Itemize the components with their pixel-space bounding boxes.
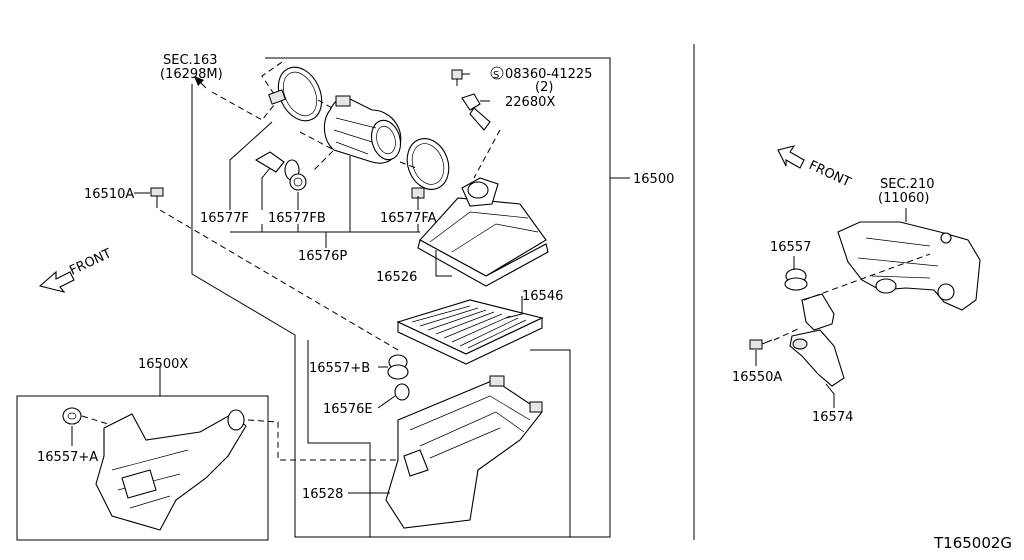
lower-case-drawing [385, 375, 543, 529]
cover-label: 16526 [376, 270, 417, 285]
clamp-f-drawing [268, 66, 323, 122]
duct-label: 16576P [298, 249, 347, 264]
sensor-dash [473, 129, 501, 179]
grommet-a-label: 16557+A [37, 450, 98, 465]
duct-dash-1 [317, 99, 333, 109]
bolt-left-label: 16510A [84, 187, 134, 202]
duct-dash-2 [299, 131, 335, 173]
bolt-left-drawing [150, 187, 164, 208]
grommet-right-label: 16557 [770, 240, 811, 255]
grommet-a-drawing [62, 407, 82, 425]
clamp-fb-label: 16577FB [268, 211, 326, 226]
screw-drawing [451, 69, 463, 86]
sec210-title: SEC.210 [880, 177, 935, 192]
lower-case-label: 16528 [302, 487, 343, 502]
bolt-dash [159, 209, 399, 351]
resonator-dash-1 [81, 415, 109, 425]
sec163-arrow [194, 76, 207, 89]
lower-case-frame [307, 340, 571, 538]
bolt-right-label: 16550A [732, 370, 782, 385]
upper-cover-drawing [417, 177, 549, 287]
sec163-title: SEC.163 [163, 53, 218, 68]
clamp-fa-label: 16577FA [380, 211, 437, 226]
filter-drawing [396, 299, 544, 365]
assembly-label: 16500 [633, 172, 674, 187]
grommet-right-drawing [784, 268, 808, 291]
sec210-sub: (11060) [878, 191, 930, 206]
screw-marker-circle [490, 66, 504, 80]
screw-marker: S [493, 70, 499, 81]
grommet-e-label: 16576E [323, 402, 373, 417]
sec210-drawing [837, 221, 981, 311]
resonator-dash-2 [247, 419, 400, 461]
front-left-label: FRONT [67, 246, 114, 278]
grommet-e-drawing [394, 383, 410, 401]
right-dash-2 [773, 327, 801, 341]
assembly-frame [191, 57, 611, 538]
bracket-drawing [789, 293, 845, 387]
front-arrow-left [38, 270, 75, 293]
sec163-sub: (16298M) [160, 67, 223, 82]
bolt-right-drawing [749, 339, 773, 350]
sensor-drawing [461, 93, 491, 131]
air-duct-drawing [323, 95, 402, 164]
right-dash-1 [803, 253, 931, 301]
diagram-code: T165002G [933, 534, 1012, 552]
grommet-b-drawing [387, 354, 409, 380]
bracket-label: 16574 [812, 410, 853, 425]
front-right-label: FRONT [806, 158, 853, 190]
clamp-fb-drawing [289, 173, 307, 191]
filter-label: 16546 [522, 289, 563, 304]
resonator-assembly-label: 16500X [138, 357, 188, 372]
clamp-fa-drawing [406, 138, 450, 199]
duct-dash-3 [399, 161, 417, 169]
screw-part-number: 08360-41225 [505, 67, 592, 82]
sec163-dash [211, 59, 286, 121]
leader-lines [71, 73, 907, 494]
resonator-drawing [95, 409, 247, 531]
sensor-label: 22680X [505, 95, 555, 110]
clamp-f-label: 16577F [200, 211, 249, 226]
screw-quantity: (2) [535, 80, 553, 95]
grommet-b-label: 16557+B [309, 361, 370, 376]
resonator-frame [16, 395, 269, 541]
front-arrow-right [777, 145, 805, 169]
